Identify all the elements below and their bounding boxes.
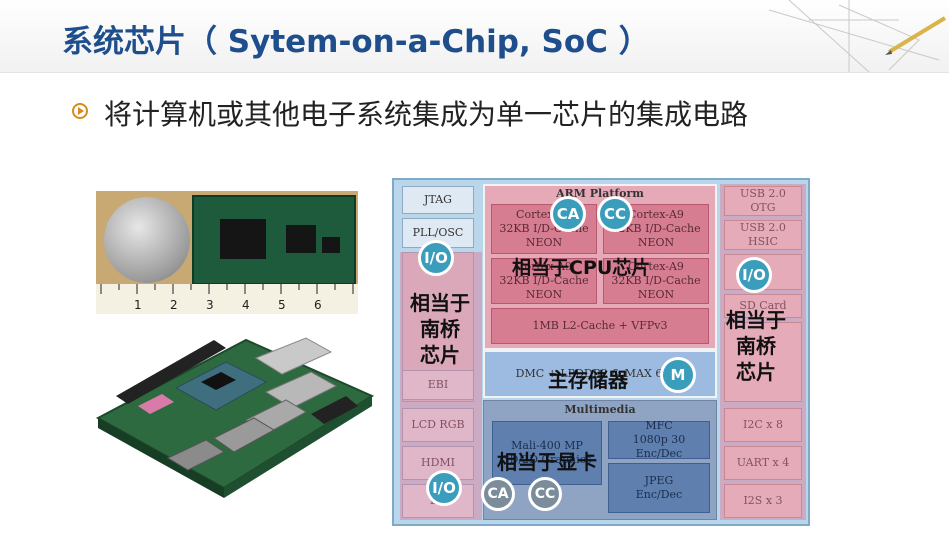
ruler-number: 5 — [278, 298, 286, 312]
multimedia-region: Multimedia Mali-400 MP 3D/2D Graphics MF… — [483, 400, 717, 520]
ruler-number: 2 — [170, 298, 178, 312]
chip-image — [286, 225, 316, 253]
i2c-block: I2C x 8 — [724, 408, 802, 442]
ruler-number: 1 — [134, 298, 142, 312]
cpu-core-block: Cortex-A9 32KB I/D-Cache NEON — [603, 258, 709, 304]
io-badge: I/O — [418, 240, 454, 276]
ca-badge: CA — [550, 196, 586, 232]
slide-title: 系统芯片（ Sytem-on-a-Chip, SoC ） — [62, 24, 650, 60]
jpeg-block: JPEG Enc/Dec — [608, 463, 710, 513]
cpu-core-block: Cortex-A9 32KB I/D-Cache NEON — [491, 258, 597, 304]
lcd-rgb-block: LCD RGB — [402, 408, 474, 442]
ca-badge: CA — [481, 477, 515, 511]
coin-image — [104, 197, 190, 283]
cpu-platform-region: ARM Platform Cortex-A9 32KB I/D-Cache NE… — [483, 184, 717, 350]
drafting-tools-decoration — [768, 0, 947, 72]
ruler-number: 4 — [242, 298, 250, 312]
io-badge: I/O — [736, 257, 772, 293]
cpu-platform-header: ARM Platform — [556, 186, 644, 200]
gpu-block: Mali-400 MP 3D/2D Graphics — [492, 421, 602, 485]
pcb-module-image — [192, 195, 356, 285]
bullet-text: 将计算机或其他电子系统集成为单一芯片的集成电路 — [104, 98, 749, 131]
cpu-chip-label: 相当于CPU芯片 — [512, 257, 651, 279]
development-board-photo — [96, 337, 375, 498]
ruler-number: 3 — [206, 298, 214, 312]
ruler-number: 6 — [314, 298, 322, 312]
cc-badge: CC — [597, 196, 633, 232]
uart-block: UART x 4 — [724, 446, 802, 480]
board-with-coin-photo: 1 2 3 4 5 6 — [96, 191, 358, 314]
i2s-block: I2S x 3 — [724, 484, 802, 518]
multimedia-header: Multimedia — [564, 402, 636, 416]
usb-otg-block: USB 2.0 OTG — [724, 186, 802, 216]
graphics-card-label: 相当于显卡 — [497, 450, 597, 474]
io-badge: I/O — [426, 470, 462, 506]
main-memory-label: 主存储器 — [548, 368, 628, 392]
ruler-image: 1 2 3 4 5 6 — [96, 284, 358, 314]
south-bridge-left-label: 相当于 南桥 芯片 — [410, 291, 470, 367]
bullet-play-icon — [72, 103, 88, 119]
chip-image — [322, 237, 340, 253]
mfc-block: MFC 1080p 30 Enc/Dec — [608, 419, 710, 460]
sd-card-block: SD Card — [724, 294, 802, 318]
memory-controller-block: DMC + LPDDR2 & MAX 64bit — [515, 366, 685, 380]
south-bridge-right-label: 相当于 南桥 芯片 — [726, 308, 786, 384]
title-bar: 系统芯片（ Sytem-on-a-Chip, SoC ） — [0, 0, 949, 73]
ebi-block: EBI — [402, 370, 474, 400]
peripheral-block — [724, 322, 802, 402]
jtag-block: JTAG — [402, 186, 474, 214]
cc-badge: CC — [528, 477, 562, 511]
memory-badge: M — [660, 357, 696, 393]
right-io-overlay — [720, 184, 806, 520]
usb-hsic-block: USB 2.0 HSIC — [724, 220, 802, 250]
chip-image — [220, 219, 266, 259]
l2-cache-block: 1MB L2-Cache + VFPv3 — [491, 308, 709, 344]
